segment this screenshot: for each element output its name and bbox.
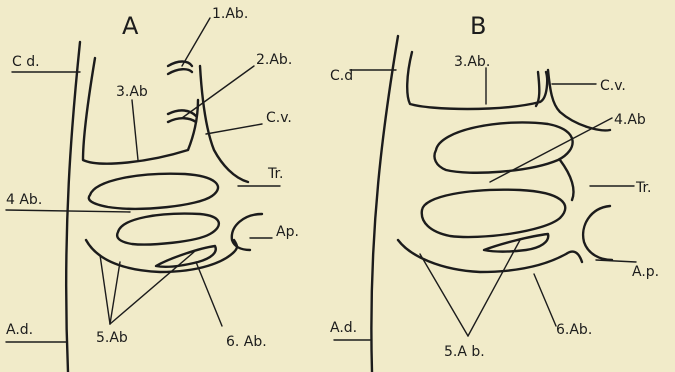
panel-a-label-ab6: 6. Ab.	[226, 334, 267, 350]
panel-b-ventral-carotid-vessel	[536, 72, 539, 106]
panel-a-leader-5ab-1	[100, 255, 110, 324]
panel-b-label-ab5: 5.A b.	[444, 344, 485, 360]
panel-b-leader-ab6	[534, 274, 556, 326]
panel-b-label-tr: Tr.	[635, 180, 651, 196]
panel-a-dorsal-aorta-outer-wall	[66, 42, 80, 372]
panel-b: B C.d 3.Ab. C.v. 4.Ab	[330, 12, 659, 372]
panel-a-leader-1ab	[182, 18, 210, 66]
panel-a-arch-5-loop	[117, 214, 219, 245]
panel-a-leader-6ab	[196, 262, 222, 326]
panel-a-arch-6-loop	[156, 246, 216, 267]
panel-a-arch-1-stub	[168, 62, 192, 67]
panel-b-leader-ab5-2	[468, 240, 520, 336]
panel-a-label-ab4: 4 Ab.	[6, 192, 42, 208]
panel-b-label-ab3: 3.Ab.	[454, 54, 490, 70]
panel-b-label-ad: A.d.	[330, 320, 357, 336]
panel-b-label-ab4: 4.Ab	[614, 112, 646, 128]
panel-a-label-ab1: 1.Ab.	[212, 6, 248, 22]
panel-b-arch-4-loop	[434, 122, 572, 172]
panel-a-leader-5ab-3	[110, 252, 194, 324]
panel-a-leader-5ab-2	[110, 262, 120, 324]
panel-b-lower-boundary	[398, 240, 582, 272]
panel-a-leader-4ab	[6, 210, 130, 212]
panel-a-label-cd: C d.	[12, 54, 40, 70]
panel-b-arch-5-loop	[422, 190, 566, 237]
panel-a-label-cv: C.v.	[266, 110, 292, 126]
panel-b-title: B	[470, 12, 486, 40]
panel-b-pulmonary-artery	[583, 206, 612, 260]
panel-a-leader-3ab	[132, 100, 138, 160]
panel-b-dorsal-aorta-outer-wall	[371, 36, 398, 372]
panel-a-arch-1-stub-inner	[168, 69, 192, 74]
panel-b-leader-ab4	[490, 118, 612, 182]
panel-a-leader-2ab	[182, 66, 254, 118]
panel-a-arch-4-loop	[89, 174, 218, 209]
panel-a-label-ab5: 5.Ab	[96, 330, 128, 346]
panel-a-label-ap: Ap.	[276, 224, 299, 240]
panel-a: A C d.	[6, 6, 299, 372]
panel-a-label-tr: Tr.	[267, 166, 283, 182]
panel-a-ventral-carotid-vessel	[200, 66, 248, 182]
panel-a-arch-2-stub-inner	[168, 118, 196, 122]
panel-a-label-ab3: 3.Ab	[116, 84, 148, 100]
panel-a-label-ab2: 2.Ab.	[256, 52, 292, 68]
panel-a-leader-cv	[206, 124, 262, 134]
panel-b-trachea-edge	[560, 160, 574, 200]
panel-b-label-ab6: 6.Ab.	[556, 322, 592, 338]
panel-b-label-ap: A.p.	[632, 264, 659, 280]
panel-a-label-ad: A.d.	[6, 322, 33, 338]
panel-b-label-cv: C.v.	[600, 78, 626, 94]
panel-a-title: A	[122, 12, 139, 40]
panel-b-leader-ap	[596, 260, 636, 262]
panel-b-label-cd: C.d	[330, 68, 353, 84]
